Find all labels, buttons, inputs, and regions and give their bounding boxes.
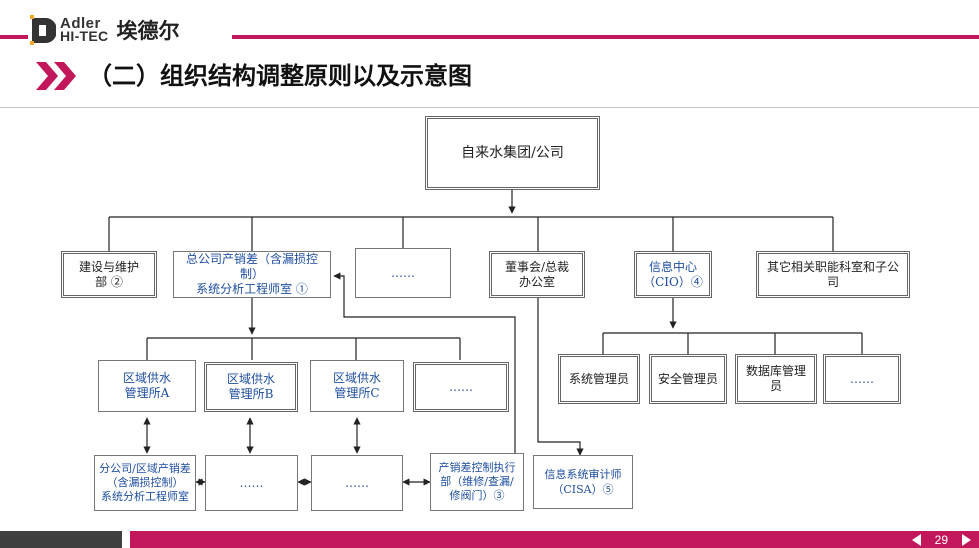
header-divider [0, 107, 979, 108]
logo-text: Adler HI-TEC [60, 15, 109, 44]
node-other-departments: 其它相关职能科室和子公司 [756, 251, 910, 298]
page-title: （二）组织结构调整原则以及示意图 [88, 62, 472, 90]
node-sysadmin: 系统管理员 [558, 354, 640, 404]
prev-page-icon[interactable] [911, 533, 921, 546]
node-execution-dept: 产销差控制执行 部（维修/查漏/ 修阀门）③ [430, 453, 524, 511]
next-page-icon[interactable] [962, 533, 971, 546]
footer-bar-dark [0, 531, 122, 548]
node-regional-more: …… [413, 362, 509, 412]
node-level1-more: …… [355, 248, 451, 298]
company-logo: Adler HI-TEC 埃德尔 [30, 12, 179, 48]
node-construction-maintenance: 建设与维护 部 ② [61, 251, 157, 298]
footer-bar-pink [130, 531, 979, 548]
header-accent-bar-right [232, 35, 979, 39]
board-to-auditor-connector [537, 298, 584, 456]
title-arrows-icon [36, 62, 78, 90]
page-number: 29 [934, 532, 948, 547]
header-accent-bar-left [0, 35, 28, 39]
node-it-staff-more: …… [823, 354, 901, 404]
logo-mark-icon [30, 15, 57, 45]
node-info-center: 信息中心 （CIO）④ [634, 251, 712, 298]
pager: 29 [911, 531, 971, 548]
node-hq-system-analyst-room: 总公司产销差（含漏损控制） 系统分析工程师室 ① [173, 251, 331, 298]
node-dba: 数据库管理员 [735, 354, 817, 404]
node-security-admin: 安全管理员 [649, 354, 727, 404]
node-regional-b: 区域供水 管理所B [204, 362, 298, 412]
node-bottom-more-2: …… [311, 455, 403, 511]
node-branch-analyst-room: 分公司/区域产销差 （含漏损控制） 系统分析工程师室 [94, 455, 196, 511]
node-is-auditor: 信息系统审计师 （CISA）⑤ [533, 455, 633, 509]
feedback-connector [333, 272, 516, 453]
logo-en-line2: HI-TEC [60, 28, 109, 44]
logo-en-line1: Adler [60, 15, 101, 32]
logo-cn: 埃德尔 [116, 19, 180, 43]
node-bottom-more-1: …… [205, 455, 298, 511]
node-board-office: 董事会/总裁 办公室 [489, 251, 585, 298]
node-regional-a: 区域供水 管理所A [98, 360, 196, 412]
node-root: 自来水集团/公司 [425, 116, 600, 190]
node-regional-c: 区域供水 管理所C [310, 360, 404, 412]
